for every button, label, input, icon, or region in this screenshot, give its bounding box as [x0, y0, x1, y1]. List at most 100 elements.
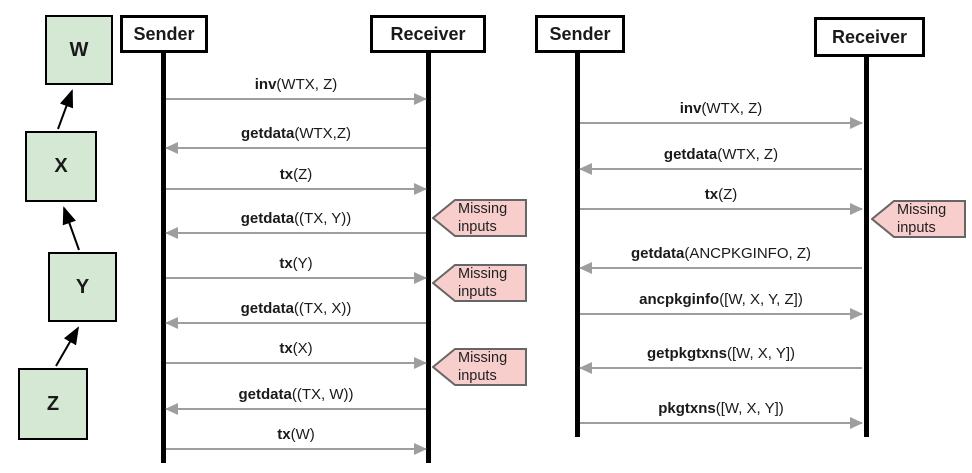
callout-text: Missing inputs [897, 202, 947, 236]
message-tx-y: tx(Y) [166, 254, 427, 284]
message-label: ancpkginfo([W, X, Y, Z]) [580, 290, 862, 309]
right-sender-lifeline [575, 53, 580, 437]
message-label: getdata(WTX,Z) [166, 124, 426, 143]
message-ancpkginfo: ancpkginfo([W, X, Y, Z]) [580, 290, 863, 320]
message-method: tx [279, 166, 294, 183]
chain-arrow-z-to-y [55, 326, 80, 367]
message-inv-wtx-z: inv(WTX, Z) [580, 99, 863, 129]
message-arrow-right [166, 357, 427, 369]
message-getdata-tx-x: getdata((TX, X)) [165, 299, 426, 329]
message-args: ([W, X, Y]) [715, 400, 784, 417]
message-args: ([W, X, Y]) [726, 345, 796, 362]
message-args: ((TX, Y)) [294, 210, 352, 227]
message-label: getdata((TX, Y)) [166, 209, 426, 228]
message-method: tx [277, 426, 291, 443]
message-method: getdata [241, 125, 295, 142]
message-arrow-left [165, 142, 426, 154]
right-receiver-label: Receiver [831, 26, 908, 47]
message-getdata-tx-y: getdata((TX, Y)) [165, 209, 426, 239]
tx-block-y: Y [48, 252, 117, 322]
chain-arrow-x-to-w [57, 89, 74, 130]
message-args: (ANCPKGINFO, Z) [684, 245, 811, 262]
message-label: inv(WTX, Z) [580, 99, 862, 118]
message-getdata-wtx-z: getdata(WTX, Z) [579, 145, 862, 175]
message-args: (WTX, Z) [701, 100, 763, 117]
left-receiver-box: Receiver [370, 15, 486, 53]
message-method: inv [679, 100, 702, 117]
message-args: (W) [290, 426, 315, 443]
message-tx-z: tx(Z) [166, 165, 427, 195]
message-arrow-right [580, 117, 863, 129]
right-receiver-lifeline [864, 57, 869, 437]
message-getpkgtxns: getpkgtxns([W, X, Y]) [579, 344, 862, 374]
message-args: ([W, X, Y, Z]) [719, 291, 803, 308]
missing-inputs-callout: Missing inputs [871, 199, 967, 239]
message-method: getdata [238, 386, 292, 403]
message-label: getdata(WTX, Z) [580, 145, 862, 164]
tx-block-x: X [25, 131, 97, 202]
message-arrow-left [579, 362, 862, 374]
message-method: getpkgtxns [646, 345, 727, 362]
message-method: inv [254, 76, 277, 93]
message-method: ancpkginfo [639, 291, 720, 308]
left-sender-label: Sender [133, 23, 195, 44]
left-sender-lifeline [161, 53, 166, 463]
tx-block-x-label: X [54, 155, 68, 177]
message-arrow-left [165, 227, 426, 239]
message-label: tx(Y) [166, 254, 426, 273]
message-arrow-right [166, 443, 427, 455]
tx-block-z-label: Z [46, 392, 60, 415]
missing-inputs-callout: Missing inputs [432, 263, 528, 303]
message-label: tx(W) [166, 425, 426, 444]
left-receiver-label: Receiver [390, 23, 466, 44]
callout-shape [432, 199, 527, 237]
message-method: getdata [630, 245, 685, 262]
message-tx-x: tx(X) [166, 339, 427, 369]
left-sender-box: Sender [120, 15, 208, 53]
left-receiver-lifeline [426, 53, 431, 463]
callout-text: Missing inputs [458, 201, 508, 235]
message-label: pkgtxns([W, X, Y]) [580, 399, 862, 418]
callout-shape [871, 200, 966, 238]
message-arrow-left [579, 262, 862, 274]
right-receiver-box: Receiver [814, 17, 925, 57]
message-label: tx(Z) [166, 165, 426, 184]
message-args: (WTX,Z) [294, 125, 351, 142]
message-arrow-left [579, 163, 862, 175]
message-label: getpkgtxns([W, X, Y]) [580, 344, 862, 363]
tx-block-y-label: Y [75, 275, 90, 298]
message-pkgtxns: pkgtxns([W, X, Y]) [580, 399, 863, 429]
message-arrow-right [580, 308, 863, 320]
message-method: getdata [663, 146, 718, 163]
message-arrow-left [165, 317, 426, 329]
missing-inputs-callout: Missing inputs [432, 347, 528, 387]
message-arrow-right [166, 272, 427, 284]
callout-shape [432, 348, 527, 386]
callout-shape [432, 264, 527, 302]
message-label: getdata((TX, X)) [166, 299, 426, 318]
message-getdata-ancpkginfo: getdata(ANCPKGINFO, Z) [579, 244, 862, 274]
chain-arrow-y-to-x [62, 206, 80, 251]
chain-arrows [55, 89, 80, 367]
message-args: (WTX, Z) [717, 146, 779, 163]
message-method: tx [704, 186, 719, 203]
message-args: ((TX, X)) [293, 300, 352, 317]
message-method: tx [279, 340, 293, 357]
message-label: getdata(ANCPKGINFO, Z) [580, 244, 862, 263]
message-args: (WTX, Z) [276, 76, 338, 93]
message-method: pkgtxns [658, 400, 716, 417]
message-args: (Z) [718, 186, 738, 203]
tx-block-w: W [45, 15, 113, 85]
message-arrow-right [166, 93, 427, 105]
message-args: (Z) [293, 166, 313, 183]
tx-block-z: Z [18, 368, 88, 440]
message-method: getdata [240, 300, 294, 317]
message-arrow-right [580, 203, 863, 215]
missing-inputs-callout: Missing inputs [432, 198, 528, 238]
message-tx-w: tx(W) [166, 425, 427, 455]
message-method: getdata [240, 210, 295, 227]
message-inv-wtx-z: inv(WTX, Z) [166, 75, 427, 105]
tx-block-w-label: W [69, 38, 89, 61]
message-label: getdata((TX, W)) [166, 385, 426, 404]
